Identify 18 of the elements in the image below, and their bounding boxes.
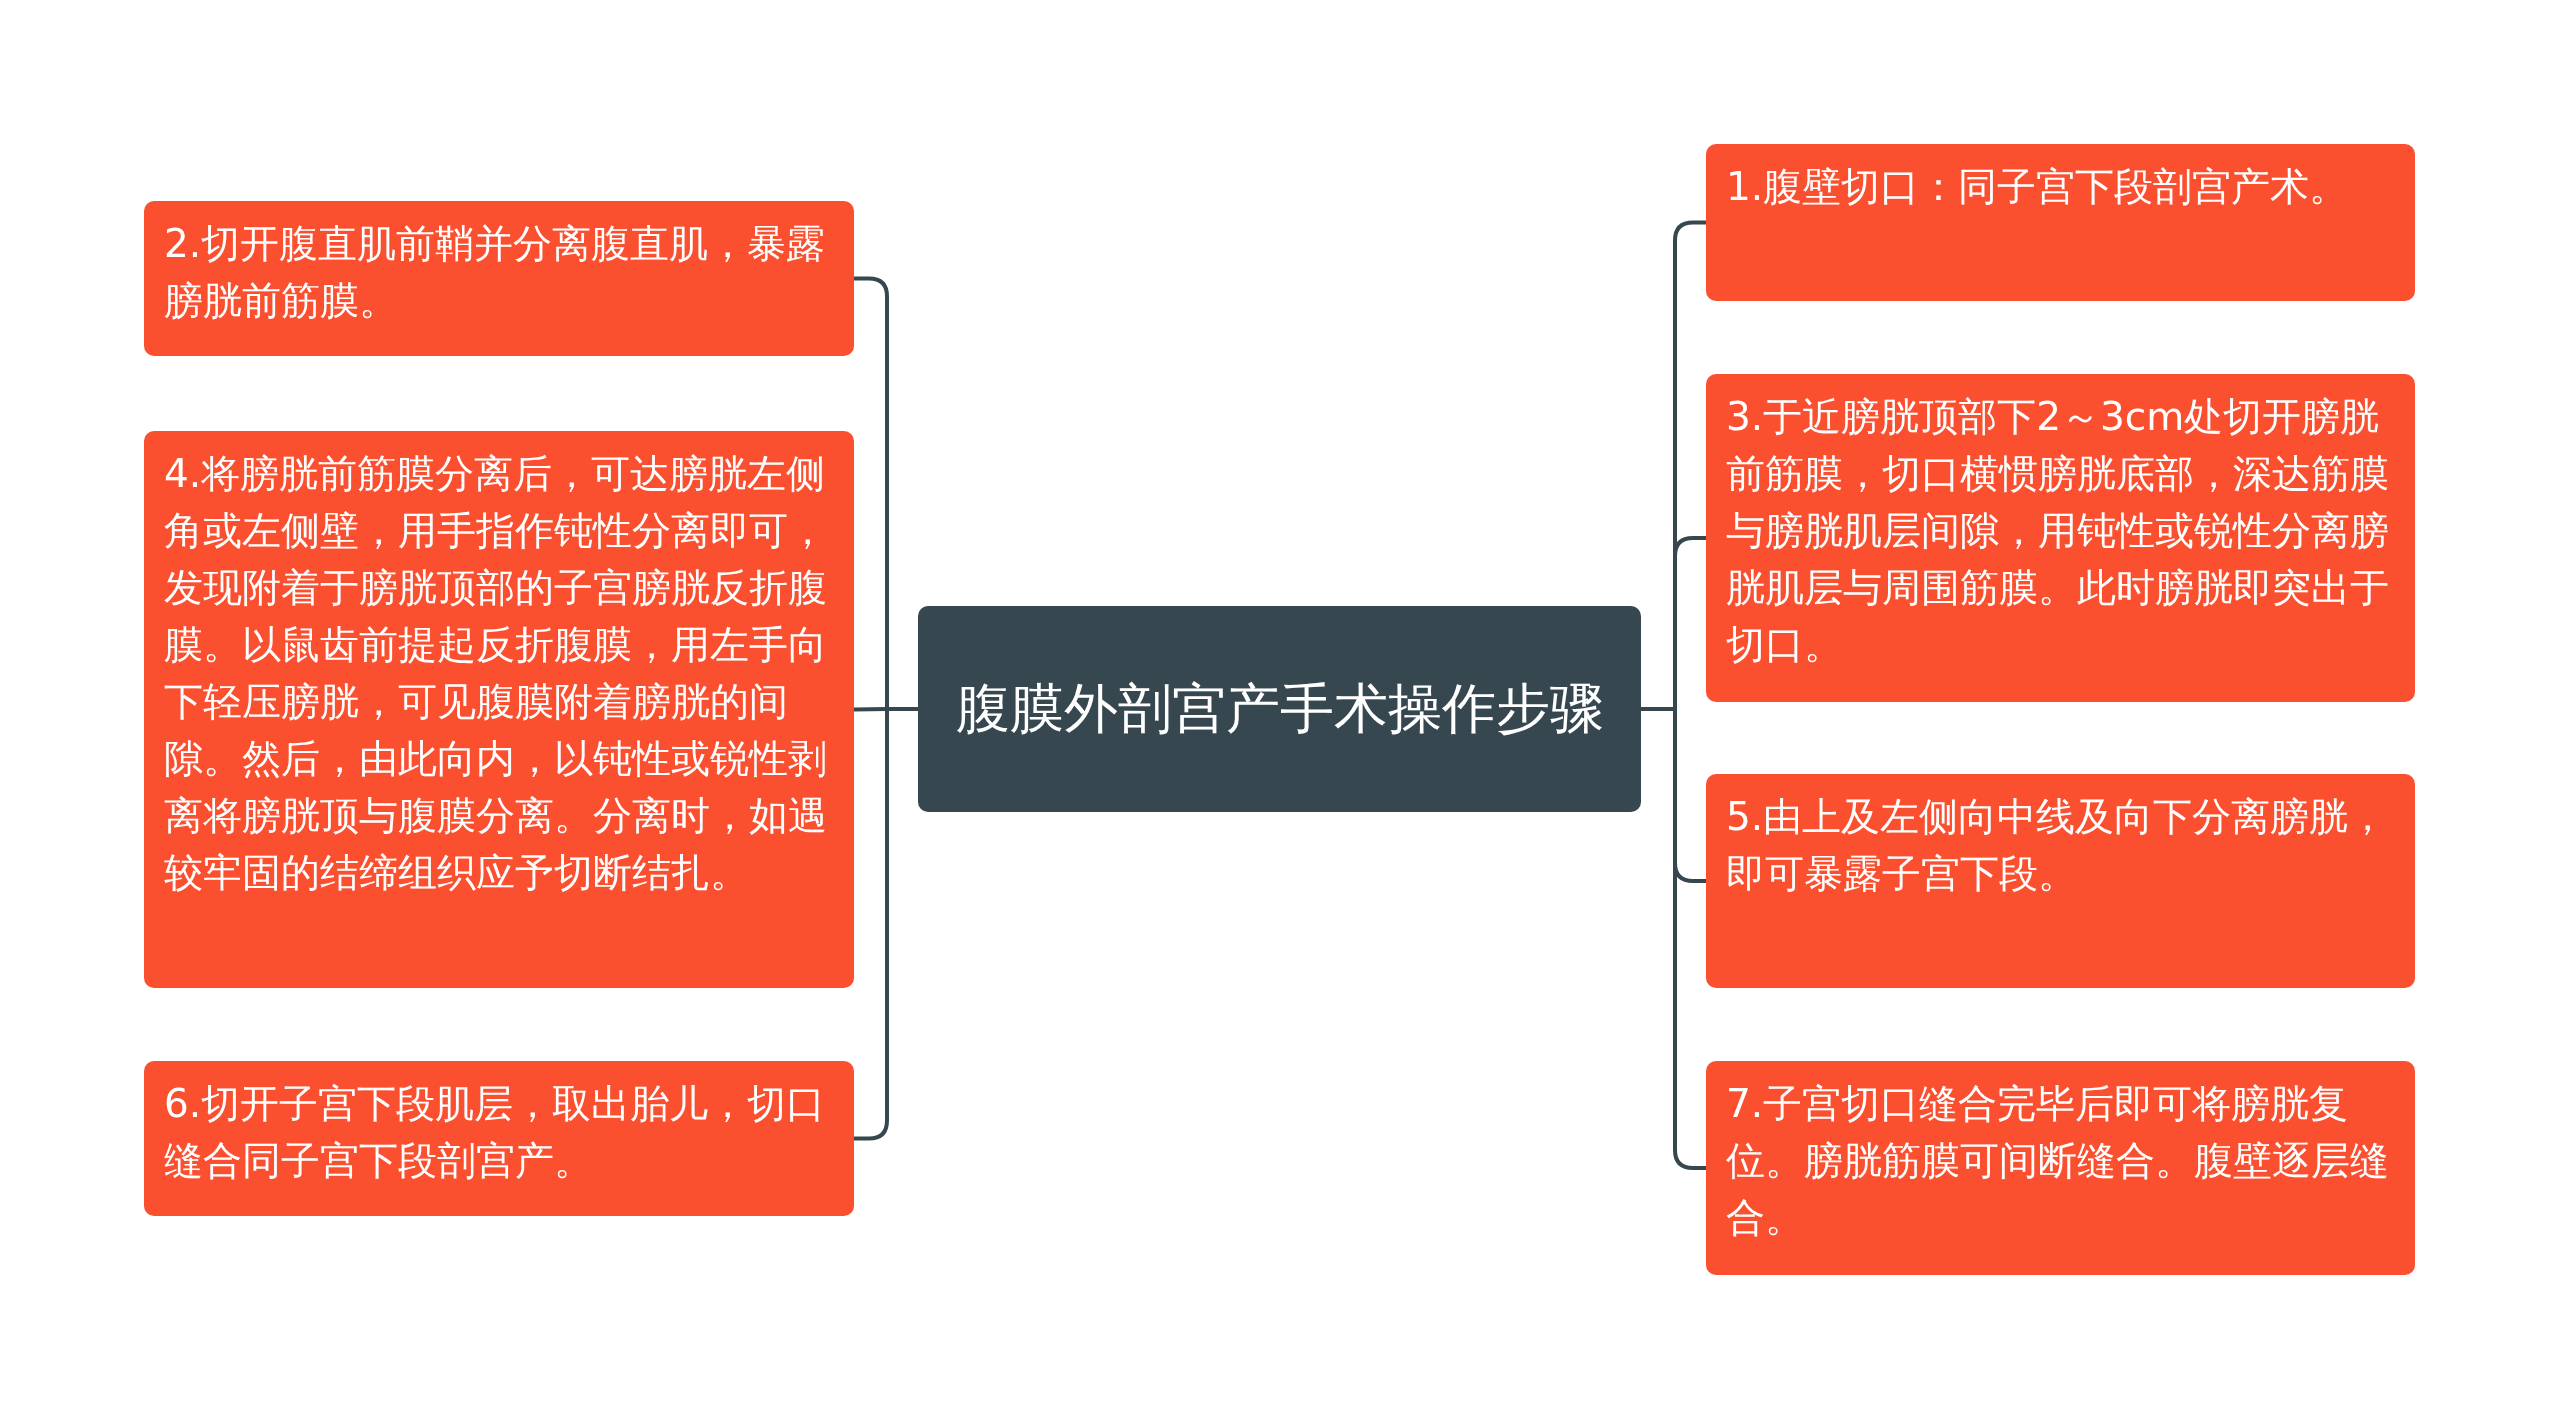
step-box xyxy=(1706,774,2415,988)
step-box xyxy=(144,1061,854,1216)
topic-text: 腹膜外剖宫产手术操作步骤 xyxy=(955,676,1604,742)
topic-box xyxy=(918,606,1641,812)
step-box xyxy=(144,201,854,356)
step-box xyxy=(144,431,854,988)
step-text: 6.切开子宫下段肌层，取出胎儿，切口缝合同子宫下段剖宫产。 xyxy=(164,1081,826,1183)
step-text: 1.腹壁切口：同子宫下段剖宫产术。 xyxy=(1726,164,2349,209)
step-text: 2.切开腹直肌前鞘并分离腹直肌，暴露膀胱前筋膜。 xyxy=(164,221,826,323)
connector-line xyxy=(854,707,918,1141)
step-text: 4.将膀胱前筋膜分离后，可达膀胱左侧角或左侧壁，用手指作钝性分离即可，发现附着于膀胱顶部的子宫膀胱反折腹膜。以鼠齿前提起反折腹膜，用左手向下轻压膀胱，可见腹膜附着膀胱的间隙。然后，由此向内，以钝性或锐性剥离将膀胱顶与腹膜分离。分离时，如遇较牢固的结缔组织应予切断结扎。 xyxy=(164,451,827,895)
step-box xyxy=(1706,1061,2415,1275)
connector-line xyxy=(1641,707,1706,1170)
step-box xyxy=(1706,144,2415,301)
step-text: 7.子宫切口缝合完毕后即可将膀胱复位。膀胱筋膜可间断缝合。腹壁逐层缝合。 xyxy=(1726,1081,2389,1240)
step-box xyxy=(1706,374,2415,702)
step-text: 3.于近膀胱顶部下2～3cm处切开膀胱前筋膜，切口横惯膀胱底部，深达筋膜与膀胱肌层间隙，用钝性或锐性分离膀胱肌层与周围筋膜。此时膀胱即突出于切口。 xyxy=(1726,394,2389,667)
step-text: 5.由上及左侧向中线及向下分离膀胱，即可暴露子宫下段。 xyxy=(1726,794,2388,896)
